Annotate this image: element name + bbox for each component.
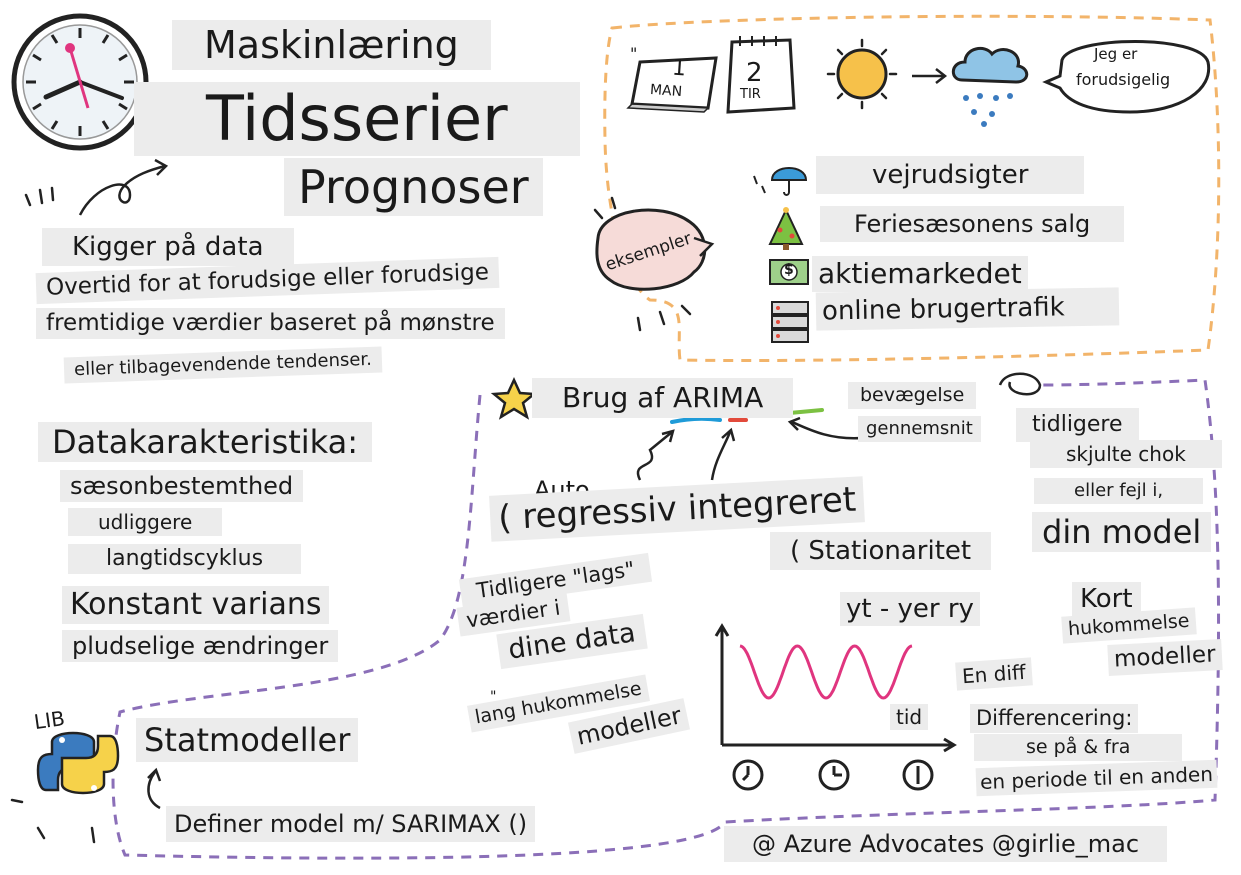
- holiday-tree-icon: [768, 207, 804, 250]
- characteristic-item: langtidscyklus: [68, 544, 302, 574]
- umbrella-icon: [753, 167, 808, 196]
- chart-series-line: [739, 644, 913, 700]
- python-logo-icon: [36, 731, 120, 795]
- sun-icon: [826, 38, 898, 110]
- definition-line-3: fremtidige værdier baseret på mønstre: [36, 308, 505, 339]
- short-memory-line-3: modeller: [1107, 639, 1223, 676]
- header-topic: Prognoser: [284, 158, 543, 216]
- example-item: Feriesæsonens salg: [820, 206, 1125, 242]
- characteristic-item: udliggere: [68, 508, 223, 536]
- shocks-line-4: din model: [1032, 512, 1212, 552]
- example-item: vejrudsigter: [816, 156, 1085, 194]
- examples-badge-icon: [595, 208, 715, 291]
- example-item: aktiemarkedet: [812, 256, 1028, 292]
- calendar-man-day: 1: [671, 55, 687, 82]
- characteristic-item: Konstant varians: [62, 586, 330, 624]
- arima-dashed-border: [111, 378, 1221, 860]
- python-sparkle-icon: [10, 798, 96, 844]
- header-title: Maskinlæring: [172, 20, 491, 70]
- shocks-line-2: skjulte chok: [1030, 440, 1222, 468]
- differencing-line-1: Differencering:: [970, 704, 1139, 733]
- arima-formula: yt - yer ry: [840, 592, 980, 626]
- arima-diff: En diff: [955, 657, 1033, 691]
- calendar-tir-day: 2: [746, 58, 763, 88]
- clock-icon: [11, 13, 149, 151]
- rain-cloud-icon: [951, 46, 1029, 127]
- example-item: online brugertrafik: [815, 287, 1119, 331]
- speech-line-2: forudsigelig: [1076, 70, 1171, 89]
- characteristic-item: sæsonbestemthed: [60, 470, 304, 502]
- calendar-tir-label: TIR: [740, 87, 761, 102]
- characteristic-item: pludselige ændringer: [62, 630, 339, 662]
- examples-dashed-border: [603, 14, 1221, 363]
- library-name: Statmodeller: [136, 718, 359, 762]
- characteristics-heading: Datakarakteristika:: [38, 422, 373, 462]
- moving-average-line-1: bevægelse: [848, 382, 977, 409]
- credit-line: @ Azure Advocates @girlie_mac: [724, 826, 1168, 862]
- badge-sparkle-icon: [593, 196, 692, 332]
- small-clock-icons: [732, 759, 934, 791]
- speech-line-1: Jeg er: [1094, 45, 1138, 63]
- calendar-man-label: MAN: [649, 81, 683, 101]
- arima-stationarity: ( Stationaritet: [770, 532, 992, 570]
- calendar-man-icon: [626, 56, 718, 113]
- calendar-tir-icon: [726, 36, 796, 114]
- arima-title: Brug af ARIMA: [532, 378, 794, 418]
- long-memory-quote: ": [490, 689, 497, 705]
- server-icon: [771, 301, 809, 343]
- shocks-line-3: eller fejl i,: [1034, 478, 1204, 504]
- star-icon: [490, 377, 538, 420]
- time-series-chart: [714, 623, 957, 753]
- statmodels-arrow-icon: [147, 767, 162, 810]
- chart-x-label: tid: [890, 704, 929, 730]
- money-icon: [769, 259, 809, 285]
- moving-average-line-2: gennemsnit: [858, 416, 981, 442]
- arima-arrows-icon: [636, 372, 1042, 481]
- speech-bubble-icon: [1042, 40, 1211, 114]
- motion-marks-icon: [24, 186, 55, 207]
- shocks-line-1: tidligere: [1016, 408, 1139, 442]
- short-memory-line-1: Kort: [1072, 582, 1141, 616]
- arrow-icon: [912, 68, 948, 84]
- differencing-line-2: se på & fra: [974, 734, 1183, 761]
- library-define: Definer model m/ SARIMAX (): [166, 806, 536, 842]
- definition-line-1: Kigger på data: [42, 228, 294, 266]
- library-label: LIB: [32, 705, 67, 735]
- curly-arrow-icon: [78, 164, 166, 216]
- header-subtitle: Tidsserier: [134, 82, 580, 156]
- money-symbol: $: [784, 262, 794, 278]
- examples-quote-mark: ": [630, 44, 638, 63]
